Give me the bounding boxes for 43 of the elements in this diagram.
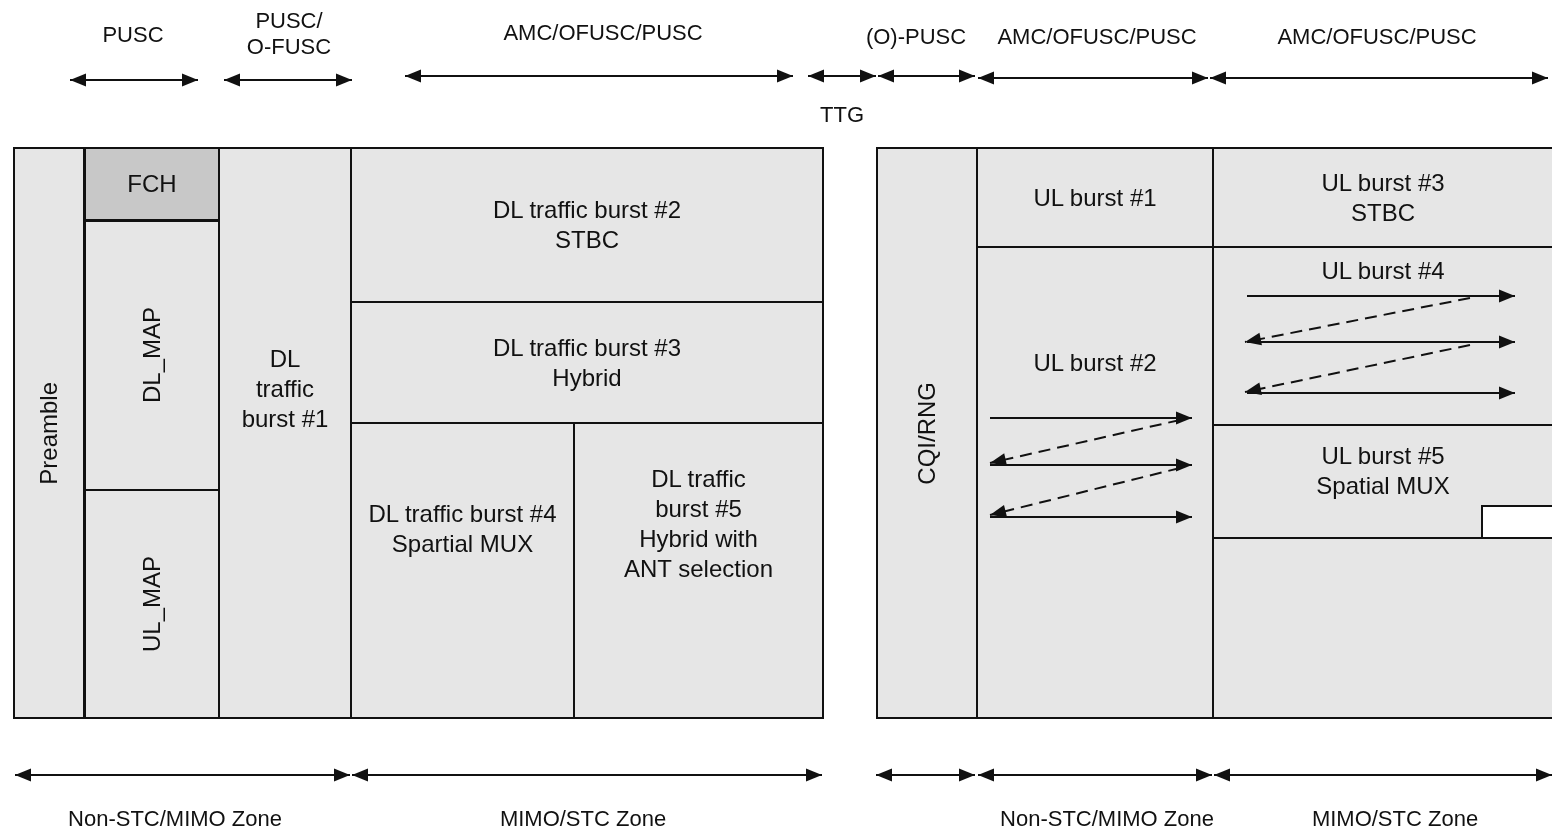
cell-label: DL traffic burst #1: [240, 344, 330, 434]
zone-label: MIMO/STC Zone: [498, 806, 668, 832]
cell-label: DL traffic burst #2 STBC: [491, 195, 683, 255]
burst-cell: [350, 422, 575, 719]
empty-cell: [1212, 537, 1552, 719]
burst-cell: [1212, 424, 1552, 539]
preamble-cell: [13, 147, 85, 719]
burst-cell: [1212, 246, 1552, 426]
cqi-cell: [876, 147, 978, 719]
burst-cell: [1212, 147, 1552, 248]
cell-label: UL_MAP: [137, 555, 166, 652]
cell-label: UL burst #4: [1321, 256, 1445, 286]
subchannel-label: AMC/OFUSC/PUSC: [1276, 24, 1478, 50]
burst-cell: [350, 147, 824, 303]
cell-label: FCH: [127, 169, 177, 199]
cell-label: UL burst #1: [1033, 182, 1157, 213]
cell-label: DL traffic burst #4 Spartial MUX: [367, 499, 558, 559]
map-cell: [84, 220, 220, 491]
cell-label: UL burst #5 Spatial MUX: [1315, 441, 1451, 501]
subchannel-label: (O)-PUSC: [864, 24, 968, 50]
fch-cell: [84, 147, 220, 221]
subchannel-label: PUSC/ O-FUSC: [245, 8, 333, 60]
cell-label: DL traffic burst #3 Hybrid: [491, 332, 683, 393]
cell-label: UL burst #3 STBC: [1320, 167, 1446, 228]
subchannel-label: AMC/OFUSC/PUSC: [996, 24, 1198, 50]
zone-label: Non-STC/MIMO Zone: [999, 806, 1215, 832]
burst-cell: [218, 147, 352, 719]
gap-label: TTG: [819, 102, 865, 128]
subchannel-label: AMC/OFUSC/PUSC: [502, 20, 704, 46]
map-cell: [84, 489, 220, 719]
cell-label: Preamble: [34, 381, 63, 485]
cell-label: DL_MAP: [137, 307, 166, 404]
zone-label: Non-STC/MIMO Zone: [67, 806, 283, 832]
zone-label: MIMO/STC Zone: [1310, 806, 1480, 832]
cell-label: CQI/RNG: [912, 381, 941, 485]
cell-label: UL burst #2: [1033, 348, 1157, 378]
empty-box: [1481, 505, 1552, 539]
cell-label: DL traffic burst #5 Hybrid with ANT selection: [623, 464, 774, 584]
burst-cell: [573, 422, 824, 719]
burst-cell: [976, 147, 1214, 248]
burst-cell: [350, 301, 824, 424]
subchannel-label: PUSC: [101, 22, 165, 48]
burst-cell: [976, 246, 1214, 719]
